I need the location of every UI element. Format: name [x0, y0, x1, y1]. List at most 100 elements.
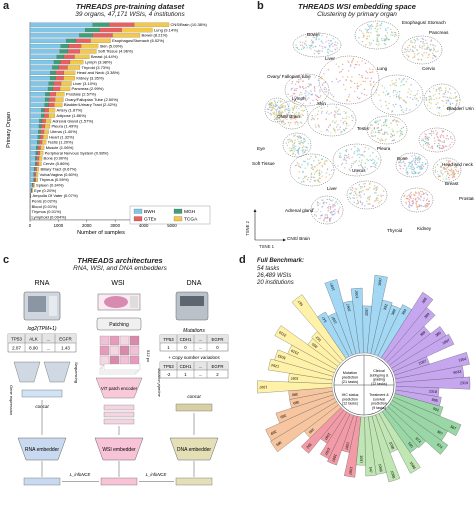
wsi-embedder [94, 437, 144, 461]
bar-label: Esophagus/Stomach (6.02%) [112, 38, 165, 43]
bar-segment [56, 54, 64, 59]
bar-label: Pleura (1.49%) [51, 124, 78, 129]
segment-count: 674 [415, 437, 422, 444]
bar-segment [39, 150, 44, 156]
bar-segment [29, 161, 36, 166]
panel-c: c THREADS architectures RNA, WSI, and DN… [0, 250, 237, 511]
segment-count: 1097 [355, 290, 360, 298]
vit-encoder-block [95, 377, 143, 399]
cnv-h-2: CDH1 [180, 364, 192, 369]
cnv-h-4: EGFR [212, 364, 224, 369]
bar-segment [55, 92, 65, 97]
cluster-label: Liver [327, 186, 337, 191]
legend-item: BWH [144, 209, 156, 215]
rna-v-3: ... [47, 346, 51, 351]
bar-label: Testis (1.20%) [48, 140, 74, 145]
panel-c-label: c [3, 254, 10, 266]
bar-label: Peripheral Nervous System (0.98%) [45, 150, 109, 155]
bar-segment [31, 183, 33, 188]
benchmark-segment [317, 311, 350, 359]
bar-segment [41, 108, 45, 113]
benchmark-segment [289, 390, 334, 409]
bar-segment [40, 129, 45, 134]
bar-segment [53, 81, 62, 86]
bar-label: Bone (0.90%) [44, 156, 69, 161]
bar-segment [44, 102, 49, 108]
benchmark-segment [350, 287, 364, 354]
vit-label: ViT patch encoder [101, 386, 138, 391]
segment-count: 1098 [390, 470, 396, 479]
cluster-label: Thyroid [387, 228, 403, 233]
bar-segment [121, 27, 153, 33]
rna-h-alk: ALK [29, 337, 38, 342]
segment-count: 1097 [359, 455, 363, 463]
bar-segment [29, 172, 34, 177]
rna-embedding [23, 477, 61, 486]
bar-label: Thyroid (3.73%) [81, 65, 110, 70]
benchmark-segment [291, 294, 347, 362]
segment-count: 1097 [324, 447, 331, 456]
segment-count: 2319 [460, 381, 468, 385]
bar-label: Soft Tissue (4.96%) [98, 49, 134, 54]
bar-segment [44, 97, 50, 102]
segment-count: 389 [391, 309, 397, 316]
segment-count: 392 [305, 442, 312, 449]
bar-segment [29, 118, 40, 124]
benchmark-segment [257, 380, 333, 394]
mut-h-4: EGFR [212, 337, 224, 342]
bar-segment [37, 140, 40, 145]
segment-count: 552 [315, 335, 322, 342]
segment-count: 389 [270, 429, 277, 435]
benchmark-segment [380, 291, 434, 361]
bar-segment [40, 134, 44, 140]
segment-count: 2319 [291, 348, 300, 355]
dna-machine-icon [175, 291, 209, 321]
segment-count: 389 [280, 413, 287, 419]
segment-count: 1097 [348, 466, 353, 475]
tsne1-label: TSNE 1 [259, 244, 275, 249]
x-axis-label: Number of samples [77, 230, 125, 236]
benchmark-segment [371, 414, 401, 483]
bar-label: Adrenal Gland (1.57%) [53, 118, 94, 123]
bar-label: Breast (4.44%) [91, 54, 118, 59]
bar-segment [29, 166, 35, 172]
bar-segment [29, 49, 60, 54]
bar-label: Lymph (3.98%) [85, 59, 113, 64]
rna-v-1: 2.07 [12, 346, 21, 351]
bar-segment [79, 33, 93, 38]
segment-count: 895 [431, 398, 438, 403]
bar-label: Heart (1.32%) [49, 134, 75, 139]
bar-segment [45, 118, 52, 124]
segment-count: 1097 [418, 359, 427, 366]
bar-segment [29, 92, 46, 97]
cluster-label: Lung [377, 66, 388, 71]
bar-segment [36, 145, 39, 150]
segment-count: 567 [297, 299, 304, 306]
benchmark-segment [387, 403, 449, 455]
segment-count: 5033 [277, 354, 286, 360]
benchmark-line-2: 26,489 WSIs [257, 273, 292, 279]
bar-label: Adipose (1.86%) [56, 113, 86, 118]
bar-segment [67, 65, 81, 70]
panel-d-label: d [239, 254, 246, 266]
segment-count: 1098 [409, 461, 417, 470]
segment-count: 1097 [346, 303, 351, 312]
bar-segment [44, 113, 49, 118]
y-axis-label: Primary Organ [6, 112, 12, 148]
bar-segment [29, 59, 55, 65]
bar-segment [33, 172, 35, 177]
segment-count: 1097 [442, 338, 451, 345]
patch [99, 345, 110, 356]
bar-segment [31, 188, 33, 193]
cluster-label: Bone [397, 156, 408, 161]
segment-count: 552 [432, 407, 439, 413]
bar-label: Biliary Tract (0.67%) [40, 166, 77, 171]
bar-segment [66, 38, 77, 43]
bar-segment [29, 81, 49, 86]
bar-segment [33, 183, 35, 188]
benchmark-segment [275, 394, 336, 424]
segment-count: 389 [275, 440, 282, 447]
wsi-embedder-label: WSI embedder [102, 447, 136, 453]
bar-label: Artery (1.87%) [57, 108, 83, 113]
benchmark-segment [370, 299, 393, 355]
